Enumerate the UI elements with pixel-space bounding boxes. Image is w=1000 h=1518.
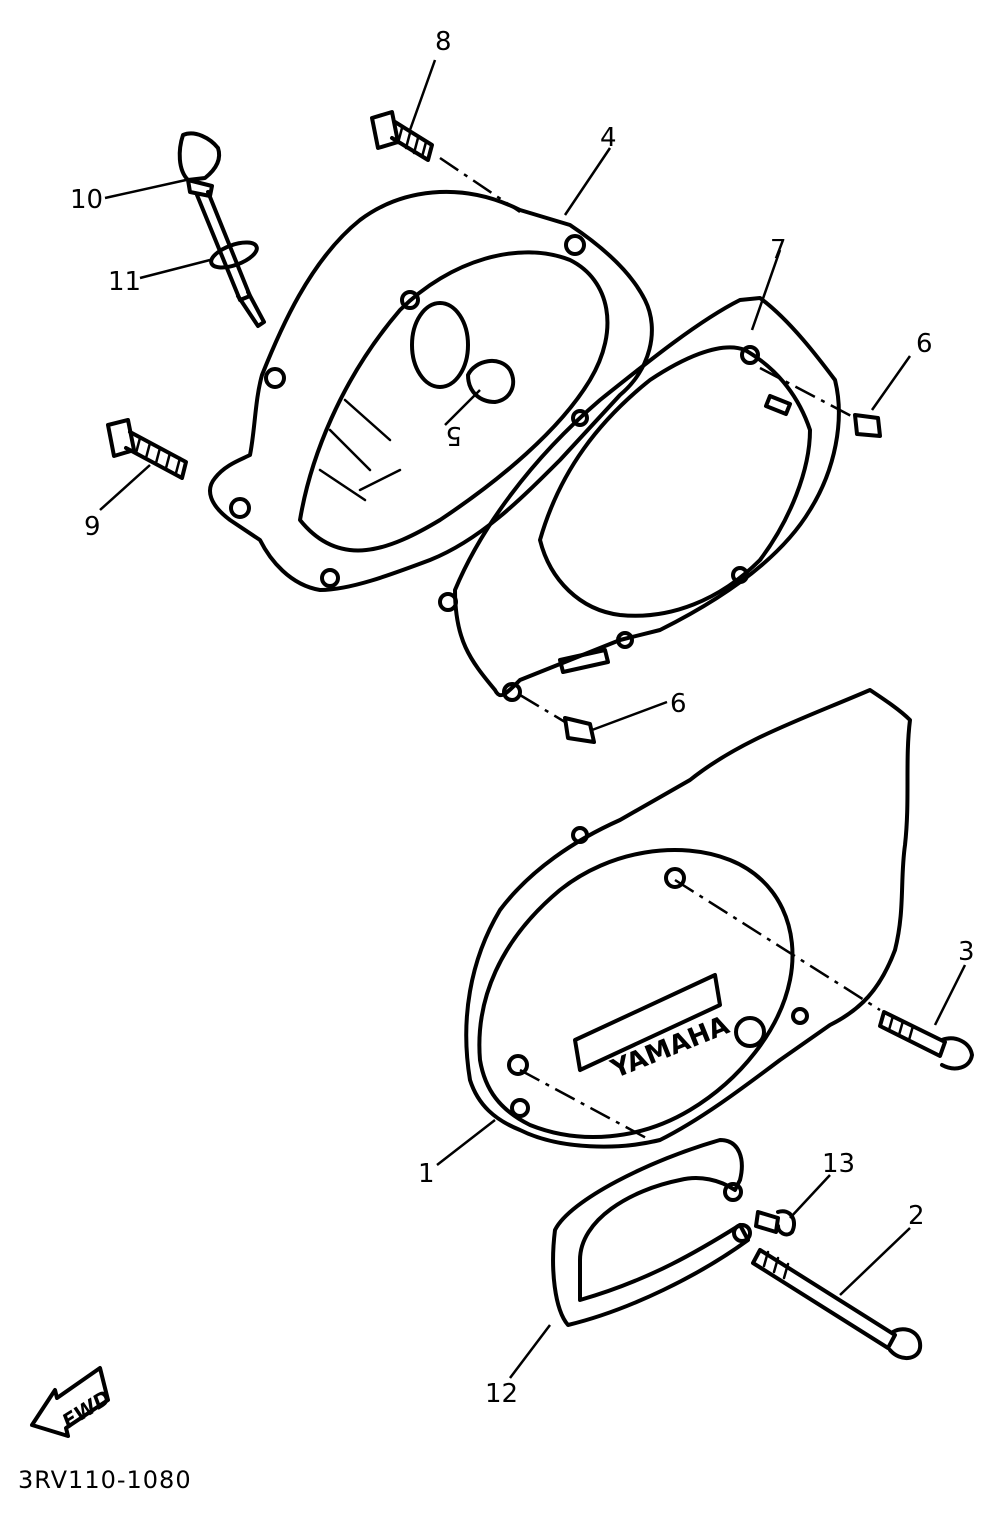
diagram-code: 3RV110-1080 [18, 1466, 192, 1494]
o-ring-11 [209, 240, 259, 270]
callout-3: 3 [958, 937, 975, 967]
bolt-2 [751, 1248, 923, 1360]
leader-lines [99, 59, 967, 1379]
dowel-pin-6-upper [853, 413, 882, 438]
assembly-line-3 [674, 878, 881, 1012]
bolt-8 [370, 110, 434, 162]
callout-9: 9 [84, 512, 101, 542]
guard-12 [551, 1138, 752, 1327]
dowel-pin-6-lower [563, 716, 596, 744]
callout-12: 12 [485, 1379, 518, 1409]
assembly-line-6-lower [519, 693, 566, 724]
assembly-line-6-upper [759, 366, 856, 420]
callout-7: 7 [770, 235, 787, 265]
bolt-9 [106, 418, 188, 480]
callout-13: 13 [822, 1149, 855, 1179]
fwd-arrow-icon: FWD [30, 1366, 115, 1438]
crankcase-cover-inner-4 [208, 189, 654, 592]
callout-6-upper: 6 [916, 329, 933, 359]
callout-11: 11 [108, 267, 141, 297]
bolt-3 [878, 1010, 974, 1071]
callout-2: 2 [908, 1201, 925, 1231]
oil-dipstick-10 [177, 131, 266, 328]
callout-10: 10 [70, 185, 103, 215]
callout-5: 5 [445, 420, 462, 450]
callout-8: 8 [435, 27, 452, 57]
callout-1: 1 [418, 1159, 435, 1189]
callout-4: 4 [600, 123, 617, 153]
screw-13 [754, 1209, 797, 1237]
callout-labels: 1 2 3 4 5 6 6 7 8 9 10 11 12 13 [70, 27, 975, 1409]
callout-6-lower: 6 [670, 689, 687, 719]
gasket-7 [438, 296, 841, 702]
assembly-line-12 [519, 1068, 651, 1142]
